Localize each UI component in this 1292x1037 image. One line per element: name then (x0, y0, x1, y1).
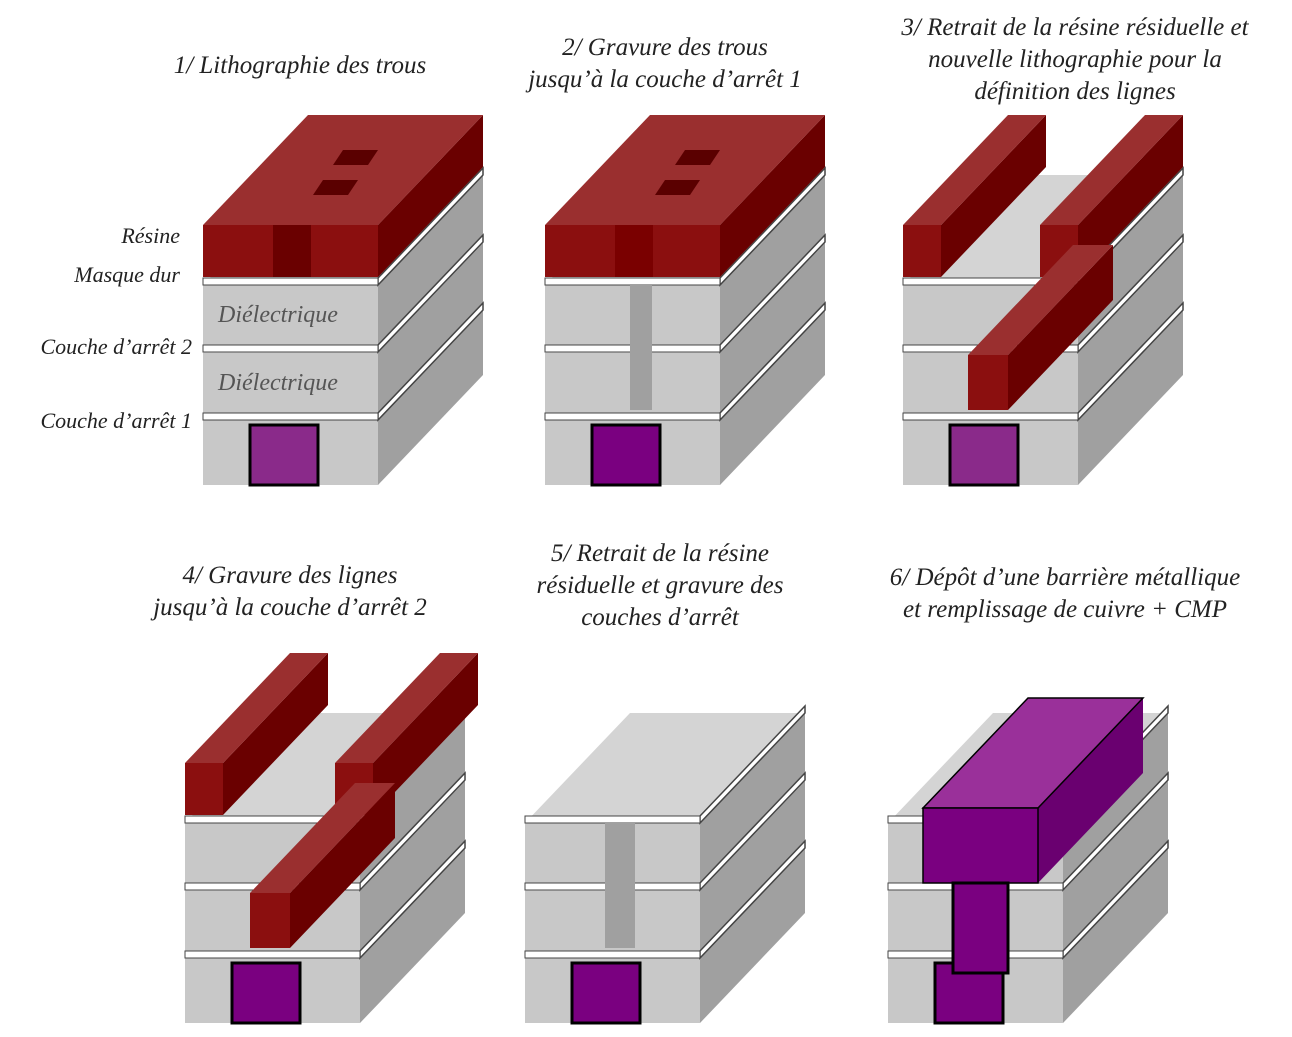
substrate-side (360, 848, 465, 1023)
copper-plug (248, 423, 320, 487)
caption-line: jusqu’à la couche d’arrêt 1 (528, 66, 802, 93)
resin-hole (615, 225, 653, 277)
stack-step-5 (524, 704, 806, 1025)
dielectric-lower-side (360, 781, 465, 951)
stop-layer-2-front (202, 344, 379, 353)
resin-line-right-top (335, 653, 478, 763)
dielectric-lower-side (1063, 781, 1168, 951)
substrate-side (720, 310, 825, 485)
caption-line: 3/ Retrait de la résine résiduelle et (901, 14, 1249, 41)
stop-layer-1-front (902, 412, 1079, 421)
resin-line-left-top (185, 653, 328, 763)
caption-line: 4/ Gravure des lignes (182, 562, 398, 589)
stop-layer-1-front (202, 412, 379, 421)
label-dielectrique-1: Diélectrique (218, 302, 338, 328)
stack-step-2 (544, 115, 826, 487)
dielectric-lower-side (1078, 243, 1183, 413)
hard-mask-front (544, 277, 721, 286)
substrate-side (1078, 310, 1183, 485)
etched-hole (630, 285, 652, 410)
resin-line-right-top (1040, 115, 1183, 225)
caption-line: 1/ Lithographie des trous (173, 52, 427, 79)
stop-layer-1-front (184, 950, 361, 959)
dielectric-upper-top (525, 713, 805, 823)
caption-line: 5/ Retrait de la résine (550, 540, 770, 567)
label-masque-dur: Masque dur (74, 262, 180, 287)
resin-block-side (378, 115, 483, 277)
caption-step-2: 2/ Gravure des trous jusqu’à la couche d… (480, 32, 850, 96)
label-dielectrique-2: Diélectrique (218, 370, 338, 396)
resin-line-left-side (223, 653, 328, 815)
etched-trench (605, 823, 635, 948)
resin-line-right-side (373, 653, 478, 815)
label-couche-arret-1: Couche d’arrêt 1 (40, 408, 192, 433)
caption-line: 2/ Gravure des trous (562, 34, 768, 61)
resin-block-top (203, 115, 483, 225)
copper-plug (948, 423, 1020, 487)
stop-layer-1-front (524, 950, 701, 959)
dielectric-upper-front (203, 285, 378, 345)
dielectric-upper-side (378, 175, 483, 345)
resin-line-left-front (903, 225, 941, 277)
resin-residue-front (250, 893, 290, 948)
resin-hole-top (333, 150, 378, 165)
resin-residue-front (968, 355, 1008, 410)
resin-residue-side (1008, 245, 1113, 410)
resin-residue-side (290, 783, 395, 948)
caption-line: couches d’arrêt (581, 604, 739, 631)
stack-step-3 (902, 115, 1184, 487)
label-couche-arret-2: Couche d’arrêt 2 (40, 334, 192, 359)
label-resine: Résine (121, 223, 180, 248)
caption-line: 6/ Dépôt d’une barrière métallique (889, 564, 1241, 591)
caption-line: définition des lignes (974, 78, 1176, 105)
caption-step-5: 5/ Retrait de la résine résiduelle et gr… (490, 538, 830, 634)
dielectric-lower-side (700, 781, 805, 951)
resin-hole (273, 225, 311, 277)
caption-step-3: 3/ Retrait de la résine résiduelle et no… (860, 12, 1290, 108)
resin-hole-mid (313, 180, 358, 195)
substrate-side (378, 310, 483, 485)
caption-line: nouvelle lithographie pour la (928, 46, 1222, 73)
resin-block-side (720, 115, 825, 277)
copper-plug (230, 961, 302, 1025)
caption-line: jusqu’à la couche d’arrêt 2 (153, 594, 427, 621)
resin-hole-mid (655, 180, 700, 195)
copper-plug (590, 423, 662, 487)
caption-step-4: 4/ Gravure des lignes jusqu’à la couche … (110, 560, 470, 624)
stack-step-1 (202, 115, 484, 487)
resin-line-left-side (941, 115, 1046, 277)
stack-step-6 (887, 697, 1169, 1025)
substrate-side (700, 848, 805, 1023)
stack-step-4 (184, 653, 478, 1025)
resin-line-right-side (1078, 115, 1183, 277)
hard-mask-front (202, 277, 379, 286)
dielectric-lower-front (203, 353, 378, 413)
dielectric-upper-side (720, 175, 825, 345)
resin-block-top (545, 115, 825, 225)
copper-exposed (595, 966, 637, 978)
hard-mask-front (524, 815, 701, 824)
resin-line-left-top (903, 115, 1046, 225)
caption-step-1: 1/ Lithographie des trous (130, 50, 470, 82)
resin-residue-top (968, 245, 1113, 355)
resin-residue-top (250, 783, 395, 893)
dielectric-lower-side (720, 243, 825, 413)
caption-step-6: 6/ Dépôt d’une barrière métallique et re… (850, 562, 1280, 626)
substrate-side (1063, 848, 1168, 1023)
dielectric-lower-side (378, 243, 483, 413)
copper-line-side (1038, 698, 1143, 883)
dielectric-upper-side (700, 713, 805, 883)
stop-layer-1-front (544, 412, 721, 421)
caption-line: et remplissage de cuivre + CMP (903, 596, 1227, 623)
copper-via (951, 881, 1010, 975)
caption-line: résiduelle et gravure des (536, 572, 784, 599)
resin-hole-top (675, 150, 720, 165)
resin-line-left-front (185, 763, 223, 815)
copper-line-front (922, 807, 1039, 884)
